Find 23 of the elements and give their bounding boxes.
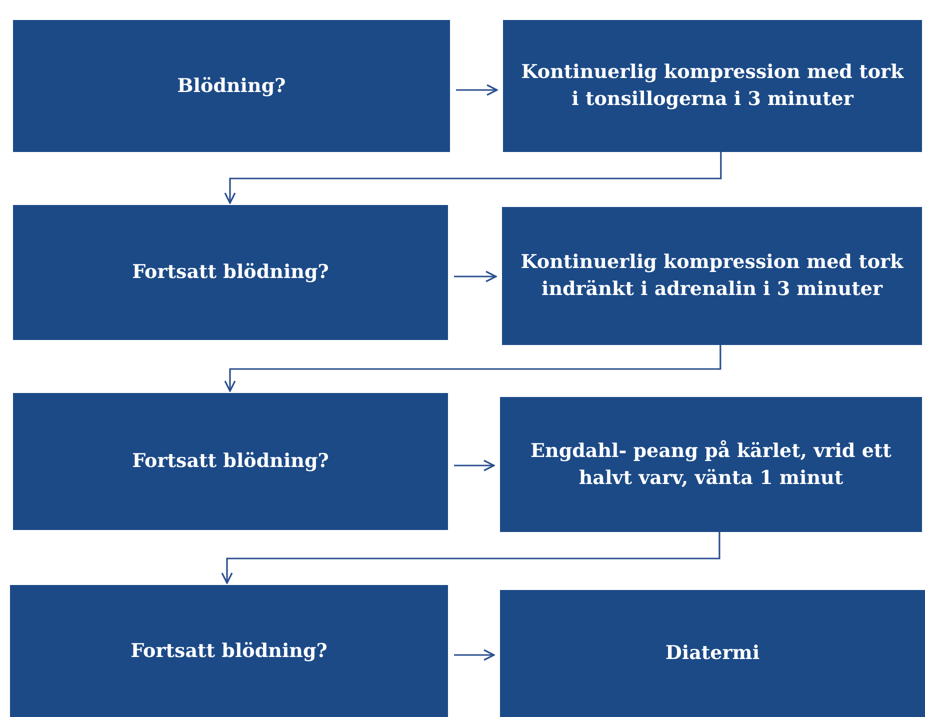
box-text: Fortsatt blödning? — [130, 638, 328, 664]
process-box — [500, 397, 922, 532]
arrow — [224, 152, 722, 204]
box-text: Blödning? — [177, 74, 286, 98]
process-box — [502, 207, 922, 345]
box-text: Engdahl- peang på kärlet, vrid ett halvt varv, vänta 1 minut — [530, 438, 892, 490]
arrow — [454, 270, 497, 282]
box-text: Fortsatt blödning? — [132, 260, 329, 285]
arrow — [454, 460, 495, 472]
arrow — [224, 345, 722, 392]
box-text: Fortsatt blödning? — [132, 449, 329, 474]
process-box — [13, 393, 448, 530]
box-text: Diatermi — [665, 641, 760, 666]
box-text: Kontinuerlig kompression med tork indränkt i adrenalin i 3 minuter — [520, 250, 904, 302]
process-box — [10, 585, 448, 717]
arrow — [456, 84, 498, 96]
process-box — [503, 20, 922, 152]
process-box — [13, 20, 450, 152]
arrow — [454, 649, 495, 661]
process-box — [13, 205, 448, 340]
box-text: Kontinuerlig kompression med tork i tonsillogerna i 3 minuter — [520, 60, 905, 112]
arrow — [221, 532, 720, 584]
process-box — [500, 590, 925, 717]
